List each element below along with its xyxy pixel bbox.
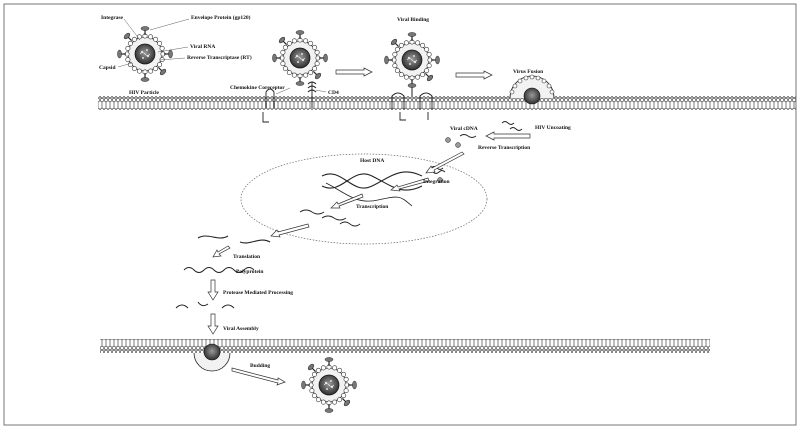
virion-approach-icon [271,29,329,87]
label-chemokine: Chemokine Coreceptor [230,85,285,91]
label-protease: Protease Mediated Processing [223,290,293,296]
label-integrase: Integrase [101,15,124,21]
label-integration: Integration [423,179,450,185]
label-reverse-transcription: Reverse Transcription [478,145,530,151]
host-membrane-bottom [100,339,710,353]
virion-binding-icon [383,31,441,89]
label-cd4: CD4 [328,90,339,96]
host-membrane-top [98,96,796,110]
label-viral-binding: Viral Binding [397,17,429,23]
label-polyprotein: Polyprotein [236,269,263,275]
host-dna-helix [321,171,423,207]
label-viral-rna: Viral RNA [190,44,215,50]
polyprotein-strands [183,267,255,273]
label-hiv-particle: HIV Particle [129,90,160,96]
arrow-fusion [455,70,493,80]
label-envelope: Envelope Protein (gp120) [191,14,251,21]
arrow-binding [335,67,373,77]
leader-lines [117,18,327,95]
figure-border [3,3,797,426]
labels: Integrase Envelope Protein (gp120) Viral… [99,14,571,369]
label-hiv-uncoating: HIV Uncoating [535,125,571,131]
nucleus-boundary [240,153,488,245]
label-viral-assembly: Viral Assembly [223,326,259,332]
cd4-receptor [262,81,433,123]
viral-assembly-icon [193,343,231,372]
translation-strands [197,235,271,244]
label-translation: Translation [233,254,260,260]
label-viral-cdna: Viral cDNA [450,126,478,132]
label-virus-fusion: Virus Fusion [513,69,543,75]
uncoated-rna [501,121,523,131]
label-reverse-transcriptase: Reverse Transcriptase (RT) [187,54,252,61]
protein-fragments [175,301,235,309]
arrows-steps [207,131,531,386]
budding-virion-icon [300,356,358,414]
label-transcription: Transcription [356,204,388,210]
virus-fusion-icon [509,74,555,105]
mrna-strands [299,209,361,227]
label-host-dna: Host DNA [360,158,384,164]
label-budding: Budding [250,363,270,369]
viral-cdna [430,134,477,183]
label-capsid: Capsid [99,65,116,71]
hiv-particle-icon [116,25,174,83]
